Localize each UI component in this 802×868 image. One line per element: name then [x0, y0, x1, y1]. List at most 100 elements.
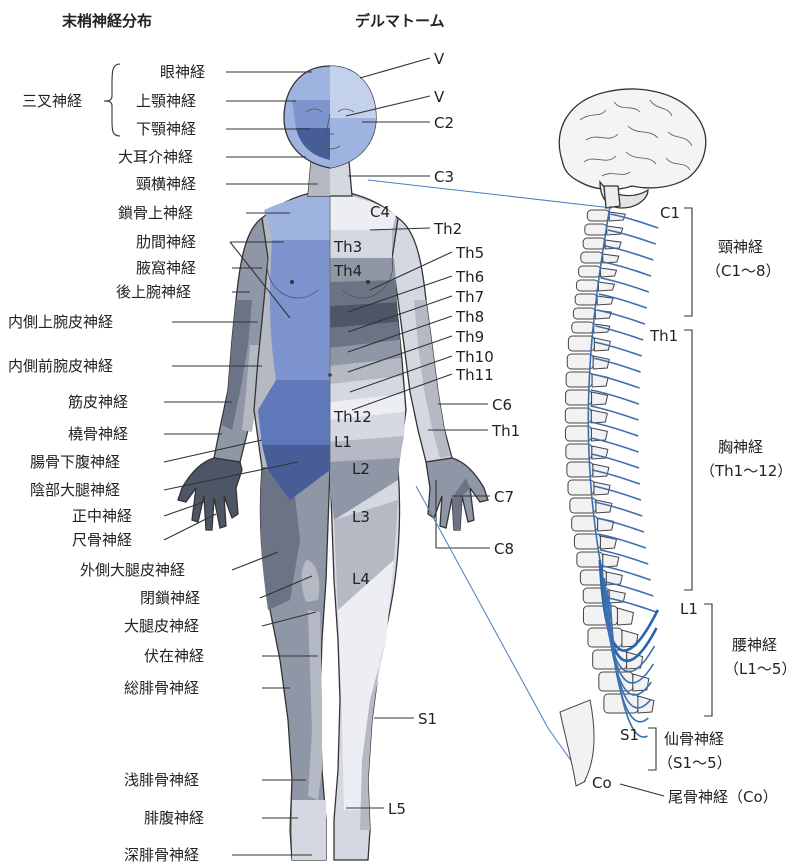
label-great-auricular: 大耳介神経: [118, 148, 193, 166]
spine-coccygeal-name: 尾骨神経（Co）: [668, 788, 778, 806]
label-medial-antebrachial: 内側前腕皮神経: [8, 357, 113, 375]
leader-coccygeal: [620, 784, 664, 796]
label-genitofemoral: 陰部大腿神経: [30, 481, 120, 499]
vertebra: [575, 294, 597, 305]
left-foot: [292, 800, 326, 860]
vertebra: [583, 238, 605, 249]
sacrum: [560, 700, 594, 786]
vertebra: [587, 210, 609, 221]
derm-c4: C4: [370, 203, 390, 221]
spine-co: Co: [592, 774, 612, 792]
derm-th1: Th1: [491, 422, 520, 440]
spinal-nerve-root: [610, 214, 658, 228]
derm-th8: Th8: [455, 308, 484, 326]
derm-th5: Th5: [455, 244, 484, 262]
derm-l1: L1: [334, 433, 352, 451]
label-maxillary: 上顎神経: [136, 92, 196, 110]
derm-c3: C3: [434, 168, 454, 186]
label-sural: 腓腹神経: [144, 809, 204, 827]
label-musculocutaneous: 筋皮神経: [68, 393, 128, 411]
peripheral-labels: 三叉神経 眼神経 上顎神経 下顎神経 大耳介神経 頸横神経 鎖骨上神経 肋間神経…: [8, 63, 205, 864]
left-chest-intercostal: [270, 240, 330, 380]
vertebra: [579, 266, 601, 277]
heading-dermatome: デルマトーム: [355, 12, 445, 30]
derm-c2: C2: [434, 114, 454, 132]
spinous-process: [591, 410, 607, 423]
label-lat-femoral: 外側大腿皮神経: [80, 561, 185, 579]
brace-lumbar: [704, 604, 712, 716]
cerebrum: [559, 89, 705, 189]
spinous-process: [603, 554, 619, 567]
left-nipple: [290, 280, 294, 284]
derm-th6: Th6: [455, 268, 484, 286]
vertebra: [588, 628, 622, 647]
derm-th11: Th11: [455, 366, 494, 384]
label-femoral-cutaneous: 大腿皮神経: [124, 617, 199, 635]
vertebra: [576, 280, 598, 291]
connector-neck-to-c1: [368, 180, 612, 208]
label-radial: 橈骨神経: [68, 425, 128, 443]
derm-l2: L2: [352, 460, 370, 478]
vertebra: [581, 252, 603, 263]
spine-thoracic-name: 胸神経: [718, 438, 763, 456]
derm-c8: C8: [494, 540, 514, 558]
label-post-brachial: 後上腕神経: [116, 283, 191, 301]
spine-lumbar-name: 腰神経: [732, 636, 777, 654]
trigeminal-brace: [104, 64, 120, 136]
vertebra: [572, 322, 594, 333]
label-transverse-cervical: 頸横神経: [136, 175, 196, 193]
brain: [559, 89, 705, 208]
spine-labels: C1 Th1 L1 S1 Co 頸神経 （C1〜8） 胸神経 （Th1〜12） …: [592, 204, 796, 806]
derm-l3: L3: [352, 508, 370, 526]
label-common-peroneal: 総腓骨神経: [124, 679, 199, 697]
label-obturator: 閉鎖神経: [140, 589, 200, 607]
derm-th2: Th2: [433, 220, 462, 238]
brace-thoracic: [684, 330, 692, 590]
derm-th3: Th3: [333, 238, 362, 256]
derm-th7: Th7: [455, 288, 484, 306]
derm-c6: C6: [492, 396, 512, 414]
label-supraclavicular: 鎖骨上神経: [118, 204, 193, 222]
spinous-process: [598, 282, 614, 291]
spine-lumbar-range: （L1〜5）: [724, 660, 796, 678]
spinous-process: [601, 268, 617, 277]
derm-th4: Th4: [333, 262, 362, 280]
spine-cervical-range: （C1〜8）: [706, 262, 781, 280]
head-right-lower: [330, 118, 376, 168]
label-saphenous: 伏在神経: [144, 647, 204, 665]
derm-th12: Th12: [333, 408, 372, 426]
spine-l1: L1: [680, 600, 698, 618]
label-mandibular: 下顎神経: [136, 120, 196, 138]
connector-groin-upper: [416, 486, 548, 728]
label-ulnar: 尺骨神経: [72, 531, 132, 549]
spinous-process: [596, 500, 612, 513]
brace-cervical: [684, 208, 692, 316]
brainstem: [604, 186, 620, 208]
right-nipple: [366, 280, 370, 284]
left-hand: [178, 458, 242, 530]
vertebra: [573, 308, 595, 319]
derm-v2: V: [434, 88, 445, 106]
label-ophthalmic: 眼神経: [160, 63, 205, 81]
spine-c1: C1: [660, 204, 680, 222]
label-median: 正中神経: [72, 507, 132, 525]
derm-th9: Th9: [455, 328, 484, 346]
derm-v1: V: [434, 50, 445, 68]
heading-peripheral: 末梢神経分布: [62, 12, 152, 30]
derm-c7: C7: [494, 488, 514, 506]
spinous-process: [617, 608, 633, 625]
label-medial-brachial: 内側上腕皮神経: [8, 313, 113, 331]
derm-l5: L5: [388, 800, 406, 818]
derm-th10: Th10: [455, 348, 494, 366]
left-chest-supraclav: [264, 194, 330, 240]
derm-s1: S1: [418, 710, 437, 728]
spine-th1: Th1: [649, 327, 678, 345]
vertebra: [604, 694, 638, 713]
vertebra: [566, 372, 592, 387]
label-intercostal: 肋間神経: [136, 233, 196, 251]
vertebra: [566, 390, 592, 405]
spine-thoracic-range: （Th1〜12）: [700, 462, 792, 480]
label-iliohypogastric: 腸骨下腹神経: [30, 453, 120, 471]
derm-l4: L4: [352, 570, 370, 588]
